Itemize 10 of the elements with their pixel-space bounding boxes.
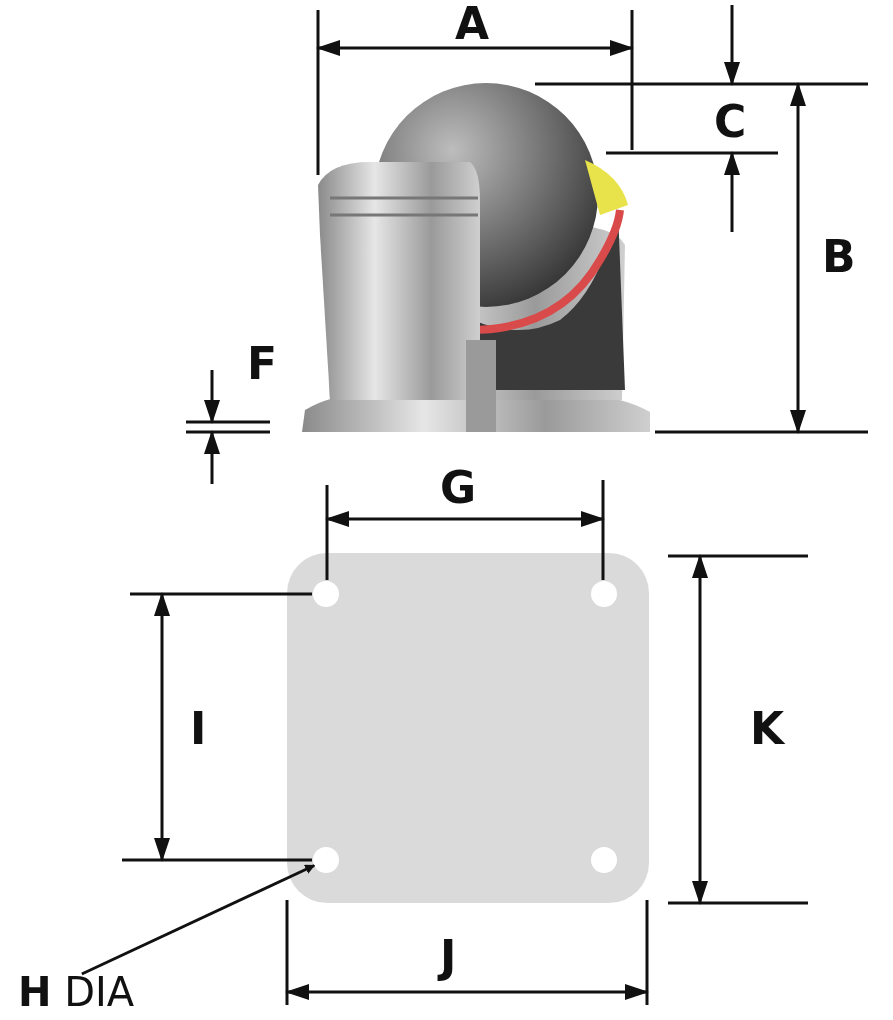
dimension-label: A	[455, 2, 490, 46]
dimension-label: B	[822, 235, 856, 279]
callout-label: H DIA	[18, 972, 135, 1012]
dimension-label: F	[247, 342, 278, 386]
leader-line	[81, 864, 316, 976]
mounting-hole	[313, 847, 339, 873]
dimension-label: I	[190, 707, 207, 751]
dimension-label: G	[440, 466, 477, 510]
dimension-label: K	[750, 707, 785, 751]
dimension-label: C	[714, 100, 747, 144]
